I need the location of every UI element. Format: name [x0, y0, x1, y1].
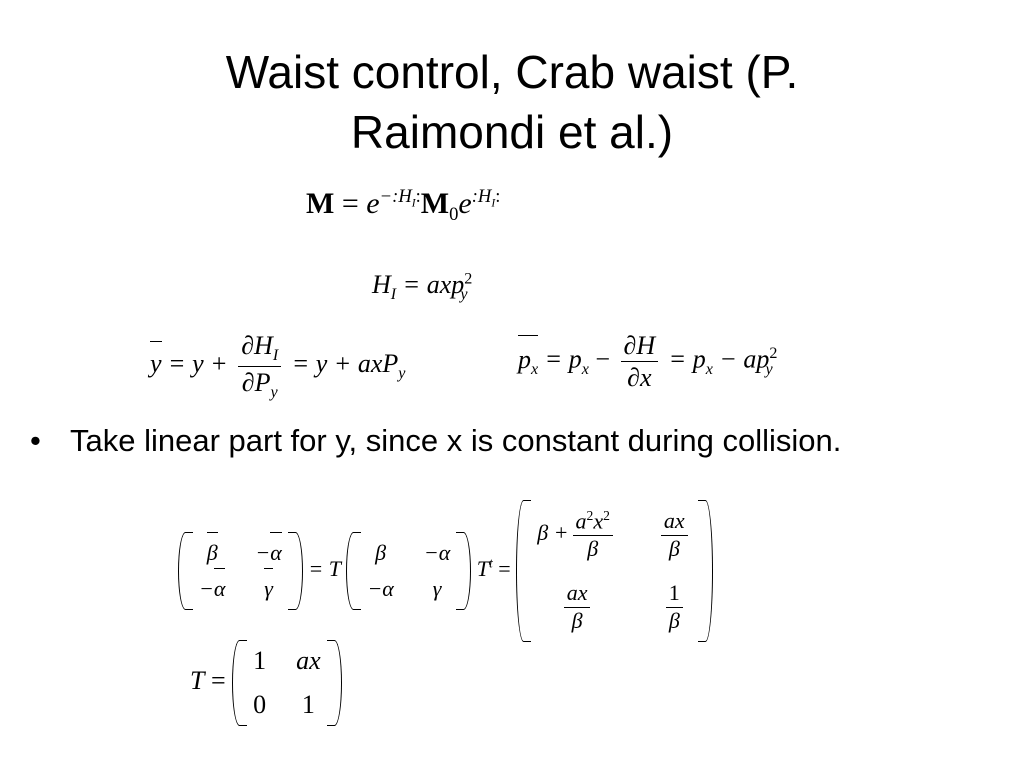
title-line-1: Waist control, Crab waist (P.	[225, 46, 799, 98]
bullet-text: Take linear part for y, since x is const…	[70, 423, 842, 458]
equation-y-kick: y = y + ∂HI ∂Py = y + axPy	[150, 330, 406, 402]
equation-hamiltonian: HI = axp2y	[372, 270, 473, 304]
bullet-item: • Take linear part for y, since x is con…	[30, 420, 910, 462]
title-line-2: Raimondi et al.)	[350, 106, 674, 158]
matrix-twiss-new: β −α −α γ	[178, 532, 303, 610]
matrix-twiss-old: β −α −α γ	[346, 532, 472, 610]
fraction-dH-dPy: ∂HI ∂Py	[238, 330, 282, 402]
bullet-marker: •	[30, 423, 41, 458]
equation-px-kick: px = px − ∂H ∂x = px − ap2y	[518, 330, 778, 393]
equation-T-matrix: T = 1 ax 0 1	[190, 640, 342, 726]
equation-map: M = e−:HI:M0e:HI:	[306, 186, 501, 225]
fraction-dH-dx: ∂H ∂x	[620, 330, 659, 393]
matrix-T: 1 ax 0 1	[232, 640, 342, 726]
slide-title: Waist control, Crab waist (P. Raimondi e…	[0, 42, 1024, 162]
